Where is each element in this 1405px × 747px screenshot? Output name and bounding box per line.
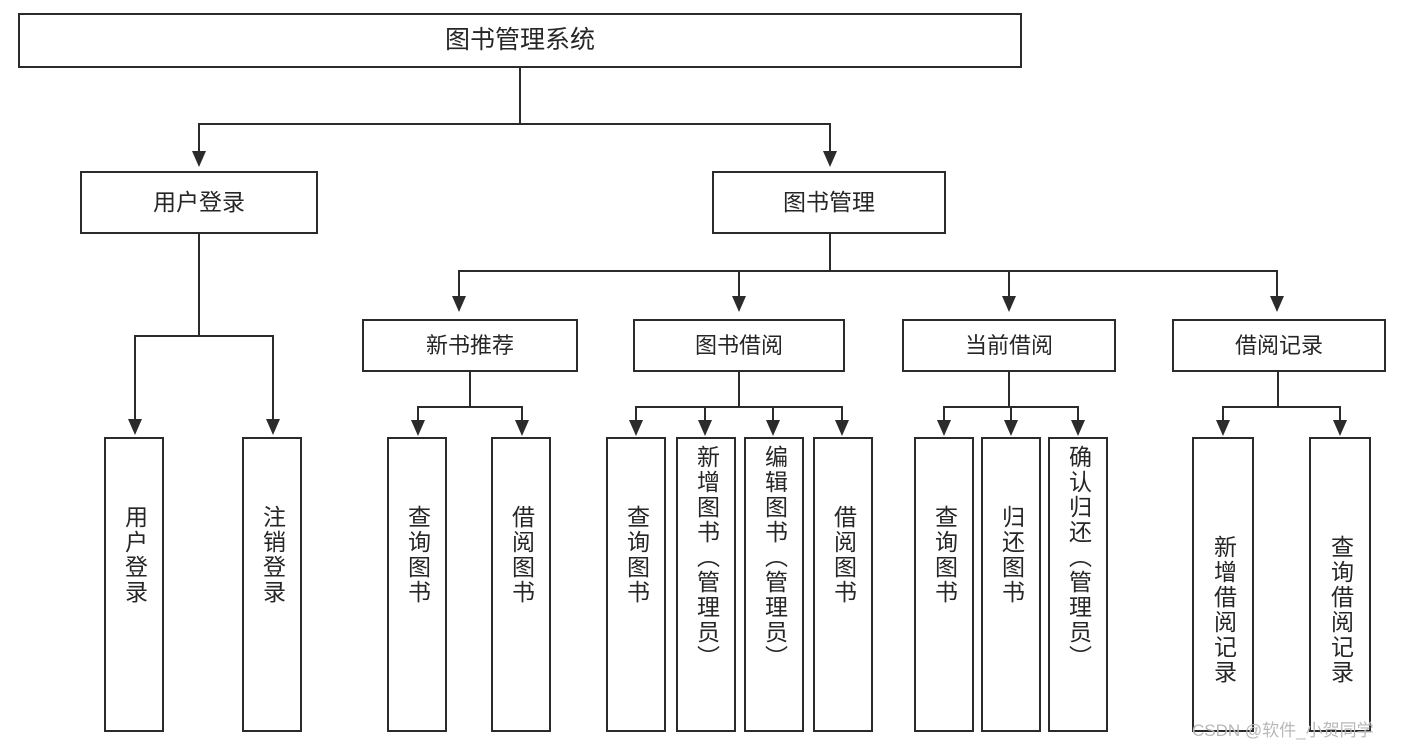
- leaf-label: 用户登录: [121, 505, 148, 605]
- connector-to-level2: [458, 270, 460, 298]
- connector-to-leaf: [521, 406, 523, 422]
- connector-to-level2: [1008, 270, 1010, 298]
- leaf-label: 借阅图书: [508, 505, 535, 605]
- arrow-head-icon: [266, 419, 280, 435]
- connector-to-leaf: [841, 406, 843, 422]
- connector-borrow-stem: [738, 372, 740, 406]
- arrow-head-icon: [732, 296, 746, 312]
- leaf-label: 新增图书（管理员）: [693, 445, 720, 670]
- leaf-query-book-borrow[interactable]: 查询图书: [606, 437, 666, 732]
- arrow-head-icon: [128, 419, 142, 435]
- arrow-head-icon: [1002, 296, 1016, 312]
- node-new-book-recommend[interactable]: 新书推荐: [362, 319, 578, 372]
- node-book-borrow[interactable]: 图书借阅: [633, 319, 845, 372]
- leaf-borrow-book-recommend[interactable]: 借阅图书: [491, 437, 551, 732]
- leaf-label: 新增借阅记录: [1210, 535, 1237, 685]
- node-label: 当前借阅: [964, 332, 1053, 358]
- connector-root-stem: [519, 68, 521, 123]
- leaf-query-book-current[interactable]: 查询图书: [914, 437, 974, 732]
- leaf-add-book-admin[interactable]: 新增图书（管理员）: [676, 437, 736, 732]
- watermark-text: CSDN @软件_小贺同学: [1192, 721, 1374, 740]
- connector-to-leaf: [272, 335, 274, 421]
- leaf-user-login[interactable]: 用户登录: [104, 437, 164, 732]
- connector-book-manage-bar: [458, 270, 1278, 272]
- node-root-system[interactable]: 图书管理系统: [18, 13, 1022, 68]
- arrow-head-icon: [835, 420, 849, 436]
- connector-root-bar: [198, 123, 831, 125]
- connector-to-leaf: [635, 406, 637, 422]
- leaf-query-book-recommend[interactable]: 查询图书: [387, 437, 447, 732]
- connector-to-leaf: [1010, 406, 1012, 422]
- arrow-head-icon: [937, 420, 951, 436]
- node-label: 图书借阅: [694, 332, 783, 358]
- arrow-head-icon: [192, 151, 206, 167]
- connector-to-leaf: [134, 335, 136, 421]
- arrow-head-icon: [1270, 296, 1284, 312]
- arrow-head-icon: [411, 420, 425, 436]
- leaf-borrow-book[interactable]: 借阅图书: [813, 437, 873, 732]
- leaf-edit-book-admin[interactable]: 编辑图书（管理员）: [744, 437, 804, 732]
- arrow-head-icon: [629, 420, 643, 436]
- leaf-label: 借阅图书: [830, 505, 857, 605]
- leaf-label: 查询借阅记录: [1327, 535, 1354, 685]
- connector-to-leaf: [1339, 406, 1341, 422]
- leaf-logout[interactable]: 注销登录: [242, 437, 302, 732]
- connector-to-leaf: [772, 406, 774, 422]
- arrow-head-icon: [515, 420, 529, 436]
- node-borrow-record[interactable]: 借阅记录: [1172, 319, 1386, 372]
- connector-to-leaf: [704, 406, 706, 422]
- node-book-management[interactable]: 图书管理: [712, 171, 946, 234]
- leaf-label: 查询图书: [404, 505, 431, 605]
- connector-recommend-stem: [469, 372, 471, 406]
- connector-record-stem: [1277, 372, 1279, 406]
- connector-borrow-bar: [635, 406, 843, 408]
- arrow-head-icon: [823, 151, 837, 167]
- arrow-head-icon: [1333, 420, 1347, 436]
- arrow-head-icon: [452, 296, 466, 312]
- connector-record-bar: [1222, 406, 1341, 408]
- node-current-borrow[interactable]: 当前借阅: [902, 319, 1116, 372]
- leaf-label: 查询图书: [623, 505, 650, 605]
- connector-root-to-book-manage: [829, 123, 831, 153]
- leaf-confirm-return-admin[interactable]: 确认归还（管理员）: [1048, 437, 1108, 732]
- connector-to-leaf: [1077, 406, 1079, 422]
- leaf-add-borrow-record[interactable]: 新增借阅记录: [1192, 437, 1254, 732]
- leaf-label: 查询图书: [931, 505, 958, 605]
- node-label: 图书管理: [783, 188, 875, 215]
- node-label: 图书管理系统: [444, 25, 595, 54]
- node-label: 用户登录: [153, 188, 245, 215]
- leaf-query-borrow-record[interactable]: 查询借阅记录: [1309, 437, 1371, 732]
- connector-to-level2: [738, 270, 740, 298]
- arrow-head-icon: [1216, 420, 1230, 436]
- node-label: 新书推荐: [425, 332, 514, 358]
- connector-to-level2: [1276, 270, 1278, 298]
- connector-recommend-bar: [417, 406, 523, 408]
- connector-to-leaf: [1222, 406, 1224, 422]
- arrow-head-icon: [1071, 420, 1085, 436]
- connector-book-manage-stem: [829, 234, 831, 270]
- leaf-label: 归还图书: [998, 505, 1025, 605]
- node-user-login[interactable]: 用户登录: [80, 171, 318, 234]
- leaf-return-book[interactable]: 归还图书: [981, 437, 1041, 732]
- connector-current-stem: [1008, 372, 1010, 406]
- connector-root-to-user-login: [198, 123, 200, 153]
- leaf-label: 确认归还（管理员）: [1065, 445, 1092, 670]
- connector-user-login-stem: [198, 234, 200, 335]
- connector-to-leaf: [943, 406, 945, 422]
- leaf-label: 编辑图书（管理员）: [761, 445, 788, 670]
- connector-user-login-bar: [134, 335, 273, 337]
- arrow-head-icon: [1004, 420, 1018, 436]
- node-label: 借阅记录: [1234, 332, 1323, 358]
- arrow-head-icon: [698, 420, 712, 436]
- arrow-head-icon: [766, 420, 780, 436]
- leaf-label: 注销登录: [259, 505, 286, 605]
- connector-to-leaf: [417, 406, 419, 422]
